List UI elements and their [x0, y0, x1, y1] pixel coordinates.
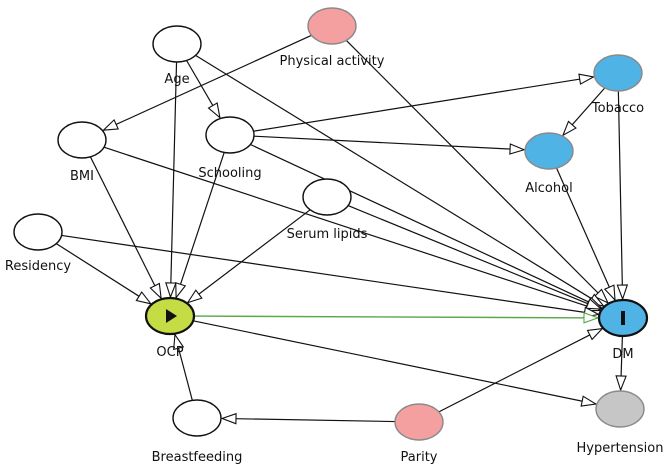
node-label-hypertension: Hypertension — [577, 441, 664, 456]
edge-serum-lipids-to-ocp — [188, 209, 311, 303]
edge-parity-to-breastfeeding — [222, 418, 396, 421]
node-breastfeeding-ellipse — [172, 399, 222, 437]
node-label-tobacco: Tobacco — [591, 101, 644, 116]
node-serum-lipids-ellipse — [302, 178, 352, 216]
edge-schooling-to-tobacco — [253, 77, 593, 132]
node-bmi[interactable] — [57, 121, 107, 159]
node-physical-activity[interactable] — [307, 7, 357, 45]
edges-layer — [55, 34, 623, 421]
edge-bmi-to-dm — [103, 146, 600, 310]
node-serum-lipids[interactable] — [302, 178, 352, 216]
node-age-ellipse — [152, 25, 202, 63]
edge-tobacco-to-alcohol — [563, 87, 606, 135]
edge-alcohol-to-dm — [556, 167, 615, 300]
edge-parity-to-dm — [438, 329, 602, 413]
node-breastfeeding[interactable] — [172, 399, 222, 437]
node-tobacco-ellipse — [593, 54, 643, 92]
node-label-schooling: Schooling — [198, 166, 261, 181]
node-tobacco[interactable] — [593, 54, 643, 92]
node-parity-ellipse — [394, 403, 444, 441]
edge-ocp-to-dm — [193, 316, 598, 318]
node-bmi-ellipse — [57, 121, 107, 159]
play-icon — [166, 309, 177, 323]
edge-dm-to-hypertension — [621, 335, 623, 390]
node-age[interactable] — [152, 25, 202, 63]
edge-schooling-to-alcohol — [253, 135, 524, 150]
edge-age-to-schooling — [186, 60, 220, 117]
node-ocp[interactable] — [144, 296, 196, 336]
node-label-age: Age — [164, 72, 189, 87]
node-label-serum-lipids: Serum lipids — [287, 227, 368, 242]
node-parity[interactable] — [394, 403, 444, 441]
node-label-parity: Parity — [401, 450, 438, 465]
edge-schooling-to-dm — [250, 143, 601, 308]
edge-ocp-to-hypertension — [193, 320, 596, 404]
bar-icon — [621, 311, 625, 325]
node-hypertension[interactable] — [595, 390, 645, 428]
node-residency[interactable] — [13, 213, 63, 251]
edge-physical-activity-to-bmi — [103, 34, 312, 130]
node-schooling-ellipse — [205, 116, 255, 154]
edge-physical-activity-to-dm — [345, 39, 608, 302]
node-label-dm: DM — [612, 347, 633, 362]
node-label-ocp: OCP — [156, 345, 183, 360]
node-label-breastfeeding: Breastfeeding — [152, 450, 243, 465]
edge-breastfeeding-to-ocp — [175, 335, 193, 401]
node-label-residency: Residency — [5, 259, 71, 274]
node-hypertension-ellipse — [595, 390, 645, 428]
node-dm[interactable] — [597, 298, 649, 338]
node-label-alcohol: Alcohol — [525, 181, 572, 196]
edge-residency-to-ocp — [55, 243, 151, 304]
nodes-layer — [13, 7, 649, 441]
node-alcohol-ellipse — [524, 132, 574, 170]
edge-tobacco-to-dm — [618, 90, 622, 299]
node-label-physical-activity: Physical activity — [280, 54, 385, 69]
node-residency-ellipse — [13, 213, 63, 251]
edge-serum-lipids-to-dm — [347, 205, 601, 309]
edge-residency-to-dm — [61, 234, 599, 314]
node-label-bmi: BMI — [70, 169, 94, 184]
edge-age-to-ocp — [170, 61, 178, 297]
edge-bmi-to-ocp — [89, 156, 161, 298]
node-physical-activity-ellipse — [307, 7, 357, 45]
node-alcohol[interactable] — [524, 132, 574, 170]
node-schooling[interactable] — [205, 116, 255, 154]
edge-schooling-to-ocp — [176, 152, 225, 297]
edge-age-to-dm — [195, 54, 604, 306]
